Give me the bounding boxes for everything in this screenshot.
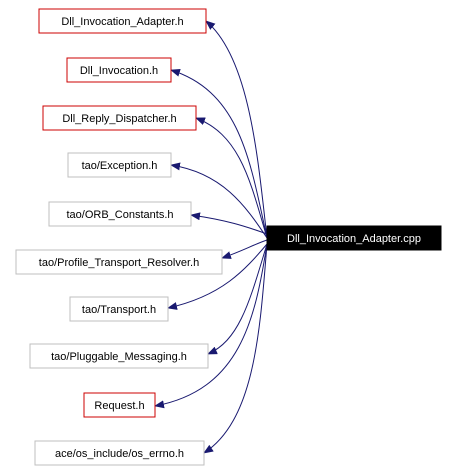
node-tao-pluggable-messaging-h[interactable]: tao/Pluggable_Messaging.h [29,343,209,369]
edge-pluggable-messaging-h [207,243,268,355]
node-tao-transport-h[interactable]: tao/Transport.h [69,296,169,322]
node-label: Dll_Invocation_Adapter.h [61,16,183,28]
node-label: ace/os_include/os_errno.h [55,448,184,460]
node-dll-reply-dispatcher-h[interactable]: Dll_Reply_Dispatcher.h [42,105,197,131]
node-tao-profile-transport-resolver-h[interactable]: tao/Profile_Transport_Resolver.h [15,249,223,275]
node-label: tao/ORB_Constants.h [66,209,173,221]
edge-request-h [154,243,268,409]
node-label: tao/Pluggable_Messaging.h [51,351,187,363]
edge-profile-transport-resolver-h [221,239,268,259]
edge-invocation-h [170,68,268,239]
edge-transport-h [167,243,268,310]
root-node-label: Dll_Invocation_Adapter.cpp [287,233,421,245]
node-ace-os-errno-h[interactable]: ace/os_include/os_errno.h [34,440,205,466]
edge-reply-dispatcher-h [195,117,268,239]
node-tao-exception-h[interactable]: tao/Exception.h [67,152,172,178]
edges [154,20,268,454]
node-label: tao/Transport.h [82,304,156,316]
node-label: Dll_Invocation.h [80,65,158,77]
node-label: tao/Exception.h [82,160,158,172]
node-request-h[interactable]: Request.h [83,392,156,418]
node-label: tao/Profile_Transport_Resolver.h [39,257,199,269]
node-dll-invocation-adapter-h[interactable]: Dll_Invocation_Adapter.h [38,8,207,34]
edge-orb-constants-h [190,212,268,235]
node-tao-orb-constants-h[interactable]: tao/ORB_Constants.h [48,201,192,227]
node-label: Request.h [94,400,144,412]
edge-os-errno-h [203,243,268,454]
edge-exception-h [170,162,268,239]
include-nodes: Dll_Invocation_Adapter.h Dll_Invocation.… [15,8,223,466]
edge-adapter-h [205,20,268,239]
node-label: Dll_Reply_Dispatcher.h [62,113,176,125]
node-dll-invocation-h[interactable]: Dll_Invocation.h [66,57,172,83]
root-node-dll-invocation-adapter-cpp[interactable]: Dll_Invocation_Adapter.cpp [266,225,442,251]
